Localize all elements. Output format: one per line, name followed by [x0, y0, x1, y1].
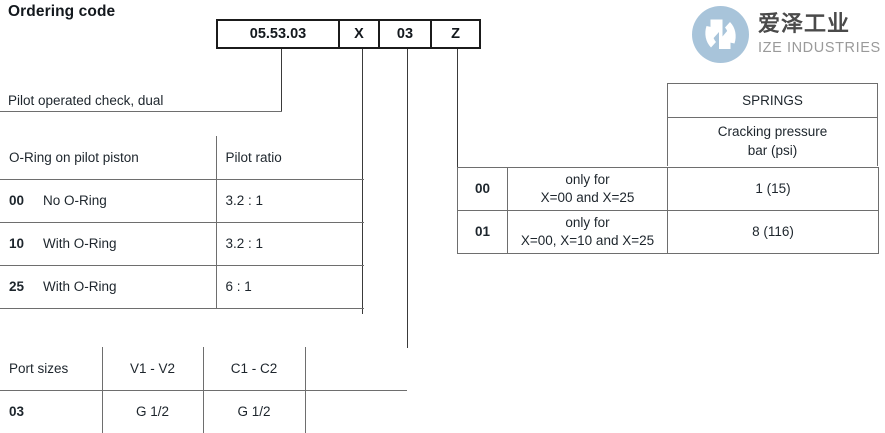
oring-row-0-label: 00 No O-Ring [0, 179, 217, 223]
port-row-0-v: G 1/2 [102, 390, 204, 433]
port-row-0-c: G 1/2 [203, 390, 306, 433]
springs-row-1-note: only for X=00, X=10 and X=25 [507, 210, 668, 254]
ordering-code-cell-series: 05.53.03 [218, 21, 340, 47]
product-description: Pilot operated check, dual [8, 93, 164, 108]
springs-row-0-code: 00 [457, 167, 508, 211]
springs-row-0-note-line1: only for [565, 171, 610, 187]
port-table-header-c: C1 - C2 [203, 347, 306, 391]
oring-row-1-code: 10 [9, 236, 25, 251]
oring-row-1-ratio: 3.2 : 1 [216, 222, 364, 266]
page-title: Ordering code [8, 3, 116, 20]
ordering-code-box: 05.53.03 X 03 Z [216, 19, 481, 49]
springs-row-0-note: only for X=00 and X=25 [507, 167, 668, 211]
springs-title: SPRINGS [668, 84, 877, 118]
springs-subtitle: Cracking pressure bar (psi) [668, 118, 877, 166]
oring-row-0-ratio: 3.2 : 1 [216, 179, 364, 223]
port-row-0-code: 03 [0, 390, 103, 433]
oring-table-header-ratio: Pilot ratio [216, 136, 364, 180]
port-row-0-blank [305, 390, 407, 433]
table-row: 10 With O-Ring 3.2 : 1 [0, 222, 364, 266]
table-row: 03 G 1/2 G 1/2 [0, 390, 407, 433]
oring-row-2-text: With O-Ring [43, 279, 117, 294]
table-row-header: Port sizes V1 - V2 C1 - C2 [0, 347, 407, 391]
product-description-rule [0, 111, 282, 112]
company-logo: 爱泽工业 IZE INDUSTRIES [692, 6, 881, 63]
springs-subtitle-line1: Cracking pressure [717, 124, 828, 140]
logo-name-cn: 爱泽工业 [758, 11, 851, 37]
oring-row-1-label: 10 With O-Ring [0, 222, 217, 266]
springs-row-1-value: 8 (116) [667, 210, 879, 254]
oring-row-2-ratio: 6 : 1 [216, 265, 364, 309]
ordering-code-cell-oring: X [340, 21, 380, 47]
table-row-header: O-Ring on pilot piston Pilot ratio [0, 136, 364, 180]
springs-row-1-code: 01 [457, 210, 508, 254]
oring-row-0-code: 00 [9, 193, 25, 208]
ordering-code-cell-spring: Z [451, 26, 460, 42]
oring-row-0-text: No O-Ring [43, 193, 107, 208]
table-row: 01 only for X=00, X=10 and X=25 8 (116) [457, 210, 879, 254]
ordering-code-cell-port: 03 [380, 21, 432, 47]
logo-text-block: 爱泽工业 IZE INDUSTRIES [758, 11, 881, 56]
connector-series [281, 49, 282, 111]
springs-header: SPRINGS Cracking pressure bar (psi) [667, 83, 878, 166]
oring-row-1-text: With O-Ring [43, 236, 117, 251]
table-row: 00 only for X=00 and X=25 1 (15) [457, 167, 879, 211]
springs-row-0-note-line2: X=00 and X=25 [540, 190, 635, 205]
port-table-header-blank [305, 347, 407, 391]
oring-table: O-Ring on pilot piston Pilot ratio 00 No … [0, 136, 364, 309]
port-sizes-table: Port sizes V1 - V2 C1 - C2 03 G 1/2 G 1/… [0, 347, 407, 433]
oring-row-2-label: 25 With O-Ring [0, 265, 217, 309]
springs-table: 00 only for X=00 and X=25 1 (15) 01 only… [457, 167, 879, 254]
port-table-header-label: Port sizes [0, 347, 103, 391]
ize-logo-glyph-icon [705, 19, 736, 49]
connector-spring [457, 49, 458, 168]
springs-row-1-note-line1: only for [565, 214, 610, 230]
table-row: 00 No O-Ring 3.2 : 1 [0, 179, 364, 223]
oring-row-2-code: 25 [9, 279, 25, 294]
port-table-header-v: V1 - V2 [102, 347, 204, 391]
logo-name-en: IZE INDUSTRIES [758, 39, 881, 56]
springs-row-1-note-line2: X=00, X=10 and X=25 [520, 233, 655, 248]
oring-table-header-label: O-Ring on pilot piston [0, 136, 217, 180]
springs-row-0-value: 1 (15) [667, 167, 879, 211]
springs-subtitle-line2: bar (psi) [747, 143, 798, 158]
connector-port [407, 49, 408, 348]
table-row: 25 With O-Ring 6 : 1 [0, 265, 364, 309]
ize-logo-icon [692, 6, 749, 63]
